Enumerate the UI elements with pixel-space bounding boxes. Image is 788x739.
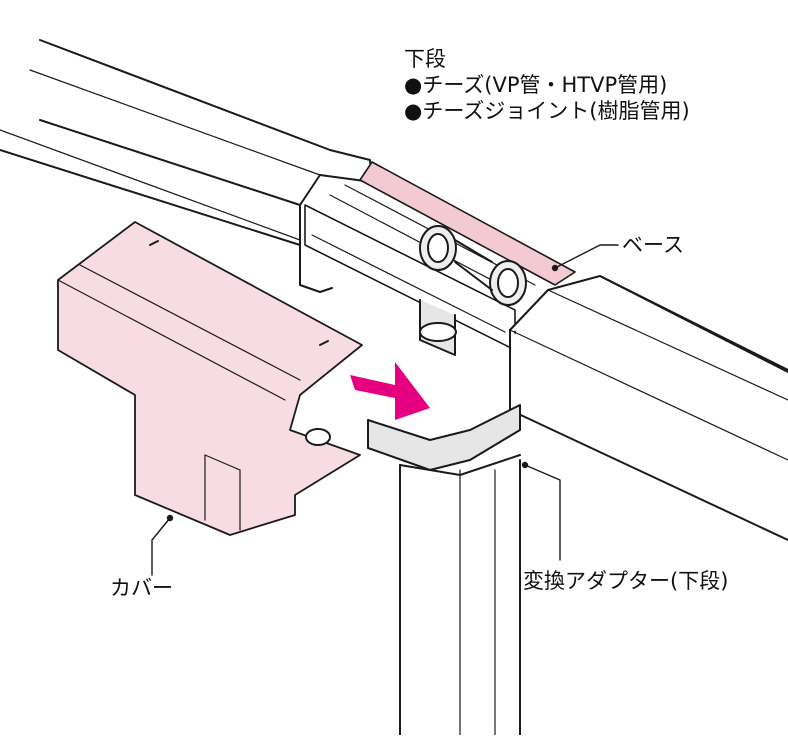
main-duct-left [0, 39, 373, 293]
callout-base: ベース [622, 233, 684, 257]
callout-adapter: 変換アダプター(下段) [523, 569, 729, 593]
header-line-1: ●チーズ(VP管・HTVP管用) [404, 73, 668, 97]
insertion-arrow [350, 362, 430, 420]
adapter-riser [367, 404, 521, 736]
header-title: 下段 [404, 47, 446, 71]
callout-cover: カバー [110, 576, 173, 600]
main-duct-right [509, 275, 788, 541]
header-line-2: ●チーズジョイント(樹脂管用) [404, 99, 690, 123]
base-assembly [304, 161, 576, 356]
header-notes: 下段 ●チーズ(VP管・HTVP管用) ●チーズジョイント(樹脂管用) [404, 46, 690, 124]
cover-part [57, 221, 363, 536]
leader-lines [151, 244, 619, 576]
